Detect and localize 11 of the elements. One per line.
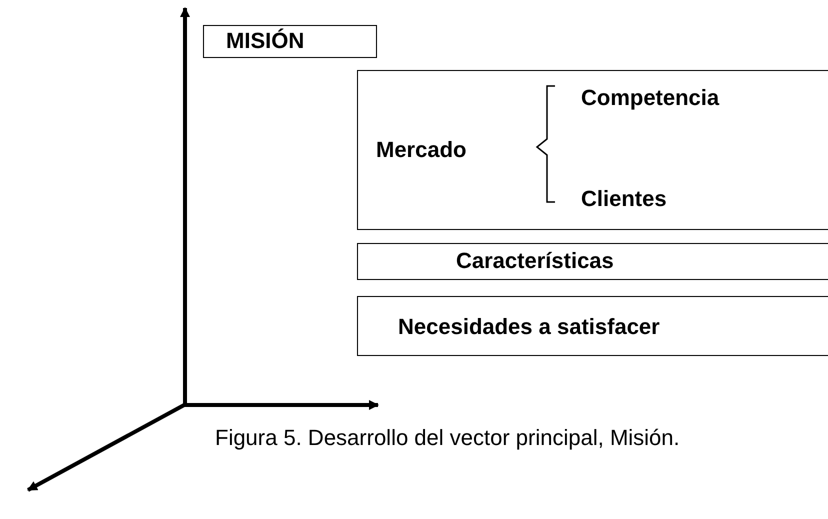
box-label: Necesidades a satisfacer	[398, 314, 660, 340]
box-label: MISIÓN	[226, 28, 304, 54]
competition-label: Competencia	[581, 85, 720, 111]
market-label: Mercado	[376, 137, 466, 163]
text-box	[357, 70, 828, 230]
text-box	[357, 296, 828, 356]
box-label: Características	[456, 248, 614, 274]
text-box	[203, 25, 377, 58]
figure-caption: Figura 5. Desarrollo del vector principal, Misión.	[215, 425, 680, 451]
clients-label: Clientes	[581, 186, 667, 212]
text-box	[357, 243, 828, 280]
